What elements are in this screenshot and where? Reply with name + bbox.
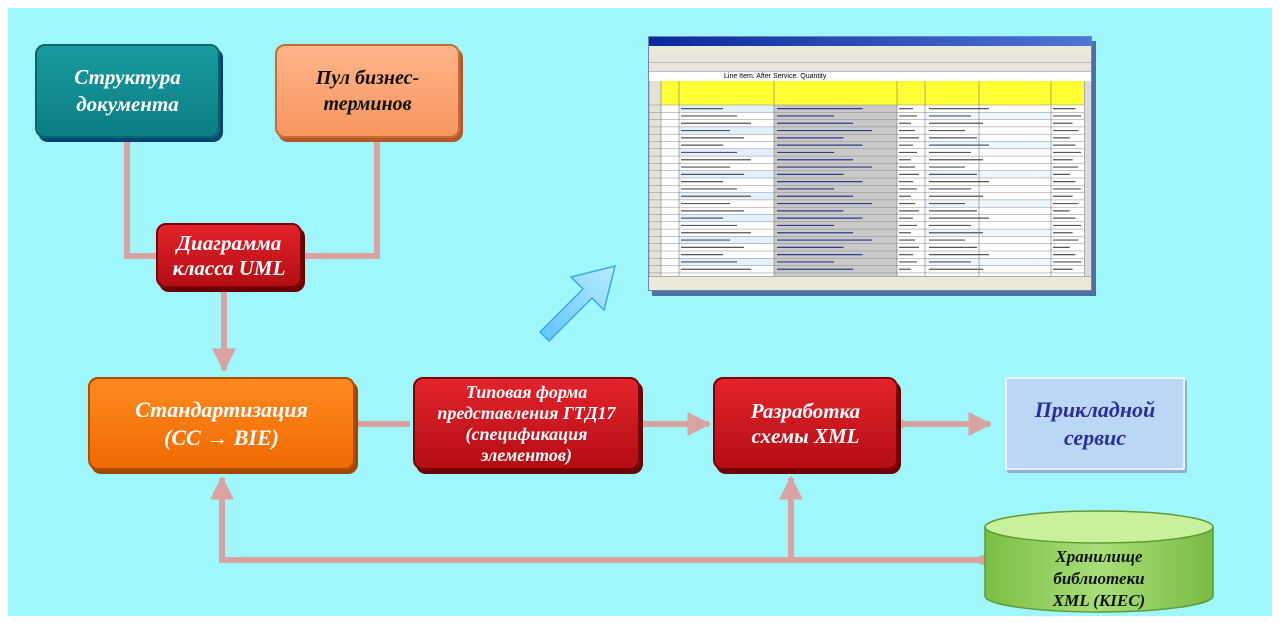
big-arrow-icon	[538, 264, 617, 343]
node-standardization: Стандартизация (CC → BIE)	[88, 377, 355, 470]
spreadsheet-toolbar	[649, 63, 1091, 72]
node-gtd17-form: Типовая форма представления ГТД17 (специ…	[413, 377, 640, 470]
node-business-terms: Пул бизнес- терминов	[275, 44, 460, 138]
node-uml-class-diagram: Диаграмма класса UML	[156, 223, 302, 288]
node-applied-service: Прикладной сервис	[1005, 377, 1185, 470]
spreadsheet-titlebar	[649, 37, 1091, 46]
node-xml-library-repository: Хранилище библиотеки XML (KIEC)	[1052, 547, 1146, 610]
link-terms-to-uml	[303, 139, 380, 259]
spreadsheet-screenshot: Line Item. After Service. Quantity	[648, 36, 1092, 291]
spreadsheet-scrollbar	[1084, 81, 1091, 285]
spreadsheet-grid	[649, 81, 1085, 290]
spreadsheet-toolbar	[649, 54, 1091, 63]
link-doc-to-uml	[124, 139, 160, 259]
spreadsheet-statusbar	[649, 276, 1091, 290]
link-repository-bus	[210, 475, 983, 563]
node-doc-structure: Структура документа	[35, 44, 220, 138]
node-xml-schema-dev: Разработка схемы XML	[713, 377, 898, 470]
spreadsheet-menubar	[649, 46, 1091, 54]
formula-text: Line Item. After Service. Quantity	[724, 73, 827, 80]
repository-cylinder	[984, 510, 1214, 613]
